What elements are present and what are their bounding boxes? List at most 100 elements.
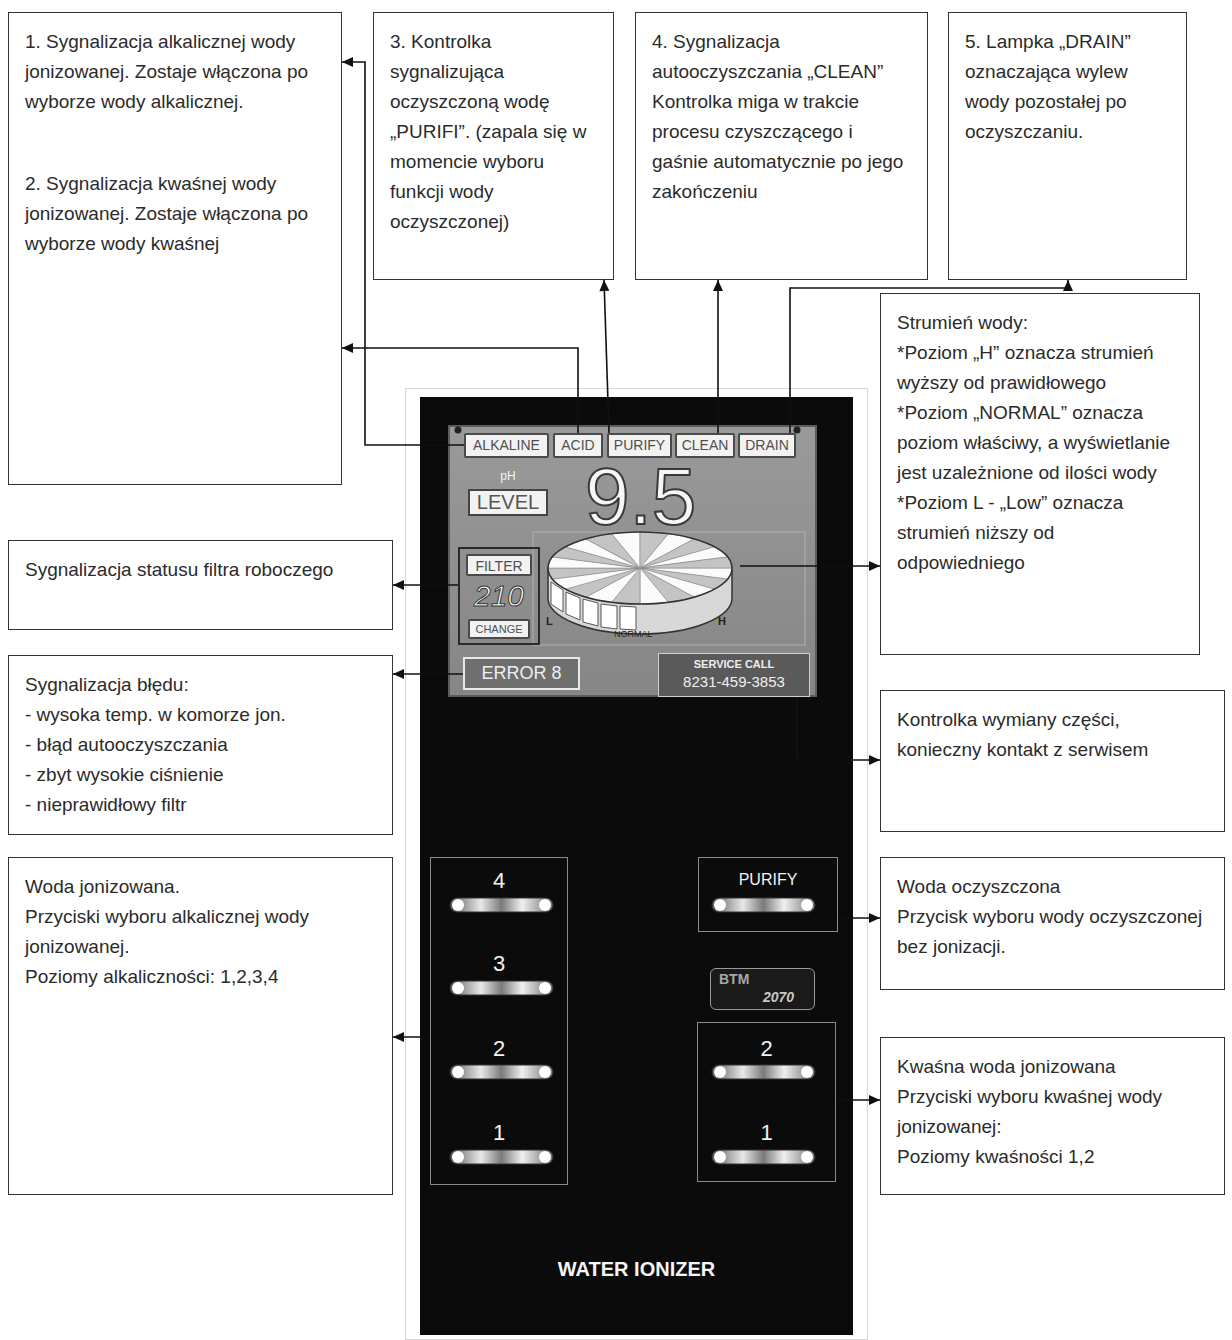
callout-text: *Poziom „H” oznacza strumień wyższy od p…	[897, 338, 1183, 398]
arrow-head	[713, 280, 723, 291]
callout-text: 4. Sygnalizacja autooczyszczania „CLEAN”	[652, 27, 911, 87]
panel-label: ERROR 8	[465, 659, 578, 688]
panel-label: 3	[431, 951, 567, 977]
callout-text: Przyciski wyboru alkalicznej wody jonizo…	[25, 902, 376, 962]
filter-status-group: 210FILTER CHANGE	[458, 547, 540, 645]
callout-text: Kontrolka wymiany części, konieczny kont…	[897, 705, 1208, 765]
alkaline-button-2	[450, 1065, 553, 1079]
leader-arrow	[838, 913, 880, 923]
panel-label: PURIFY	[699, 870, 837, 890]
panel-label: FILTER	[470, 556, 528, 577]
leader-arrow	[342, 343, 578, 433]
panel-label: 210	[460, 579, 538, 613]
panel-label: ALKALINE	[468, 435, 545, 456]
panel-label: DRAIN	[742, 435, 792, 456]
callout-text: Strumień wody:	[897, 308, 1183, 338]
arrow-head	[869, 1095, 880, 1105]
arrow-head	[393, 1032, 404, 1042]
ph-level-indicator: pH LEVEL	[468, 468, 548, 518]
callout-box: 3. Kontrolka sygnalizująca oczyszczoną w…	[373, 12, 614, 280]
callout-text: Przycisk wyboru wody oczyszczonej bez jo…	[897, 902, 1208, 962]
acid-button-group: 21	[697, 1022, 836, 1182]
leader-line	[342, 348, 578, 433]
callout-text: Kwaśna woda jonizowana	[897, 1052, 1208, 1082]
callout-box: 4. Sygnalizacja autooczyszczania „CLEAN”…	[635, 12, 928, 280]
leader-arrow	[599, 280, 609, 433]
panel-label: BTM	[719, 971, 749, 987]
arrow-head	[342, 57, 353, 67]
callout-text: - nieprawidłowy filtr	[25, 790, 376, 820]
arrow-head	[869, 561, 880, 571]
acid-button-1	[712, 1150, 815, 1164]
callout-box: Kontrolka wymiany części, konieczny kont…	[880, 690, 1225, 832]
leader-line	[604, 280, 609, 433]
change-indicator: CHANGE	[468, 619, 530, 639]
leader-line	[717, 280, 719, 433]
leader-line	[797, 697, 880, 760]
panel-label: 1	[431, 1120, 567, 1146]
callout-text: *Poziom „NORMAL” oznacza poziom właściwy…	[897, 398, 1183, 488]
brand-badge: BTM 2070	[710, 968, 815, 1010]
panel-label: CHANGE	[472, 621, 526, 637]
callout-box: Woda jonizowana.Przyciski wyboru alkalic…	[8, 857, 393, 1195]
panel-label: 8231-459-3853	[659, 673, 809, 691]
callout-box: 1. Sygnalizacja alkalicznej wody jonizow…	[8, 12, 342, 485]
arrow-head	[599, 280, 609, 291]
panel-label: LEVEL	[468, 489, 548, 516]
callout-text: 1. Sygnalizacja alkalicznej wody jonizow…	[25, 27, 325, 117]
panel-label: H	[718, 615, 726, 628]
callout-text: *Poziom L - „Low” oznacza strumień niższ…	[897, 488, 1183, 578]
callout-text: Woda jonizowana.	[25, 872, 376, 902]
panel-label: WATER IONIZER	[420, 1257, 853, 1281]
arrow-head	[342, 343, 353, 353]
leader-arrow	[797, 697, 880, 765]
callout-box: 5. Lampka „DRAIN” oznaczająca wylew wody…	[948, 12, 1187, 280]
panel-label: PURIFY	[611, 435, 668, 456]
filter-indicator: FILTER	[466, 554, 532, 576]
panel-label: 4	[431, 868, 567, 894]
panel-label: pH	[468, 468, 548, 484]
flow-gauge: LNORMALH	[540, 535, 740, 645]
flow-gauge-pie	[548, 532, 732, 604]
service-call-indicator: SERVICE CALL8231-459-3853	[658, 653, 810, 697]
leader-line	[740, 565, 880, 567]
callout-text: - wysoka temp. w komorze jon.	[25, 700, 376, 730]
display-digits: 9.5	[585, 455, 696, 539]
panel-label: 2	[698, 1036, 835, 1062]
leader-arrow	[393, 1032, 430, 1042]
callout-text: Przyciski wyboru kwaśnej wody jonizowane…	[897, 1082, 1208, 1142]
panel-label: 1	[698, 1120, 835, 1146]
callout-box: Sygnalizacja błędu:- wysoka temp. w komo…	[8, 655, 393, 835]
arrow-head	[393, 580, 404, 590]
callout-text: - zbyt wysokie ciśnienie	[25, 760, 376, 790]
callout-text: Kontrolka miga w trakcie procesu czyszcz…	[652, 87, 911, 207]
status-indicator: ALKALINE	[464, 433, 549, 458]
callout-text: 2. Sygnalizacja kwaśnej wody jonizowanej…	[25, 169, 325, 259]
error-indicator: ERROR 8	[463, 657, 580, 690]
callout-text: Poziomy kwaśności 1,2	[897, 1142, 1208, 1172]
pie-wedge	[640, 557, 732, 568]
acid-button-2	[712, 1065, 815, 1079]
callout-text: Sygnalizacja błędu:	[25, 670, 376, 700]
callout-text: 5. Lampka „DRAIN” oznaczająca wylew wody…	[965, 27, 1170, 147]
status-indicator: DRAIN	[738, 433, 796, 458]
callout-text: Woda oczyszczona	[897, 872, 1208, 902]
gauge-frame	[533, 532, 805, 645]
arrow-head	[869, 913, 880, 923]
callout-text: Poziomy alkaliczności: 1,2,3,4	[25, 962, 376, 992]
callout-box: Kwaśna woda jonizowanaPrzyciski wyboru k…	[880, 1037, 1225, 1195]
leader-arrow	[713, 280, 723, 433]
purify-button-box: PURIFY	[698, 857, 838, 932]
pie-wedge	[548, 568, 640, 579]
arrow-head	[869, 755, 880, 765]
purify-button	[712, 898, 815, 912]
leader-arrow	[740, 561, 880, 571]
alkaline-button-1	[450, 1150, 553, 1164]
arrow-head	[1063, 280, 1073, 291]
callout-box: Strumień wody:*Poziom „H” oznacza strumi…	[880, 293, 1200, 655]
flow-gauge-rim	[548, 568, 732, 634]
panel-label: 2070	[763, 989, 794, 1005]
leader-arrow	[393, 580, 458, 590]
callout-box: Sygnalizacja statusu filtra roboczego	[8, 540, 393, 630]
